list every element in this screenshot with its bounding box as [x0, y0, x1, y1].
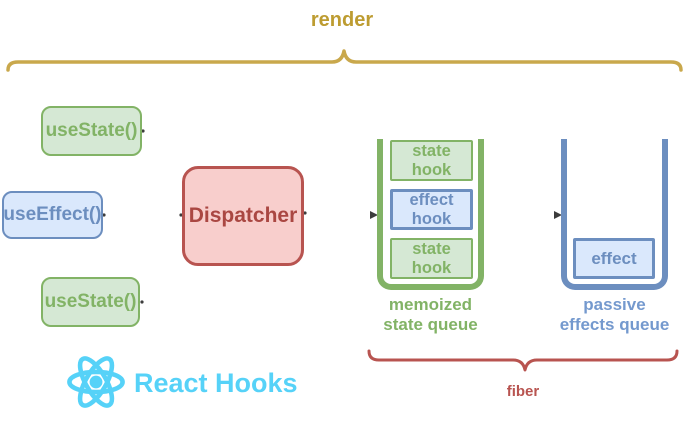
useeffect-box: useEffect(): [2, 191, 103, 239]
memoized-queue-container: [377, 139, 484, 290]
connector-marks: [102, 129, 562, 304]
render-brace: [6, 49, 683, 72]
effect-box: effect: [573, 238, 655, 279]
passive-queue-caption: passive effects queue: [559, 295, 670, 334]
memoized-queue-caption: memoized state queue: [383, 295, 478, 334]
fiber-label: fiber: [506, 383, 540, 400]
render-label: render: [310, 9, 374, 31]
react-logo-icon: [67, 356, 125, 408]
fiber-brace: [367, 349, 679, 372]
usestate-box-1: useState(): [41, 106, 142, 156]
state-hook-box-1: state hook: [390, 140, 473, 181]
state-hook-box-2: state hook: [390, 238, 473, 279]
passive-queue-container: [561, 139, 668, 290]
react-hooks-label: React Hooks: [134, 368, 298, 398]
effect-hook-box: effect hook: [390, 189, 473, 230]
dispatcher-box: Dispatcher: [182, 166, 304, 266]
usestate-box-2: useState(): [41, 277, 140, 327]
